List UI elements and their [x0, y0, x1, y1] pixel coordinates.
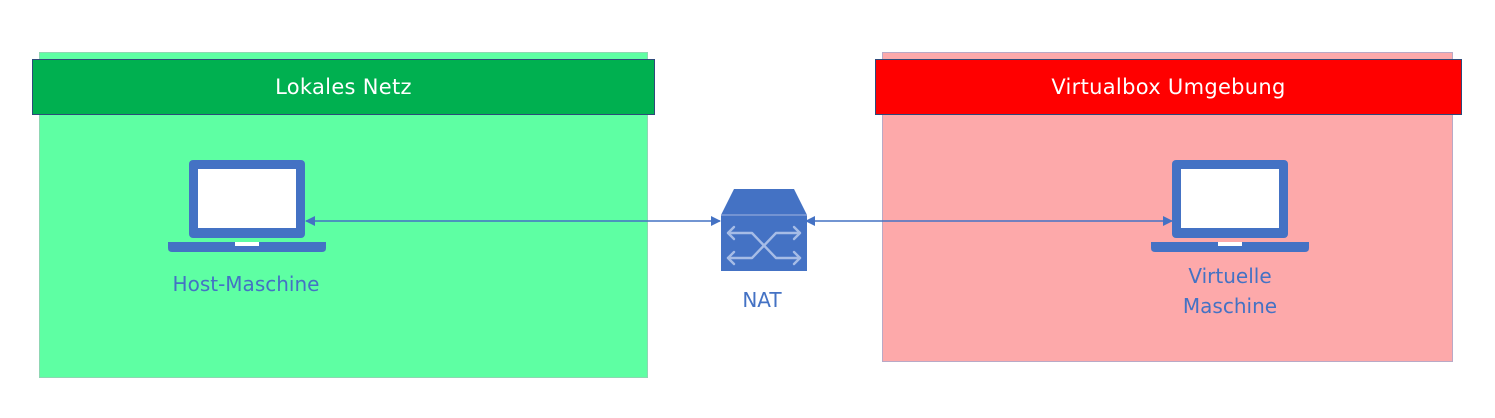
- nat-label: NAT: [742, 288, 782, 312]
- local-network-header: Lokales Netz: [32, 59, 655, 115]
- local-network-title: Lokales Netz: [275, 75, 412, 99]
- virtualbox-header: Virtualbox Umgebung: [875, 59, 1462, 115]
- host-machine-label: Host-Maschine: [172, 272, 320, 296]
- virtual-machine-label: Virtuelle Maschine: [1130, 261, 1330, 321]
- virtualbox-title: Virtualbox Umgebung: [1051, 75, 1286, 99]
- laptop-icon: [1151, 160, 1309, 252]
- vm-laptop: [1151, 158, 1309, 260]
- virtual-machine-label-line2: Maschine: [1182, 294, 1278, 318]
- laptop-icon: [168, 160, 326, 252]
- nat-router: [720, 188, 808, 276]
- host-laptop: [168, 158, 326, 260]
- virtual-machine-label-line1: Virtuelle: [1188, 264, 1272, 288]
- router-icon: [721, 189, 807, 271]
